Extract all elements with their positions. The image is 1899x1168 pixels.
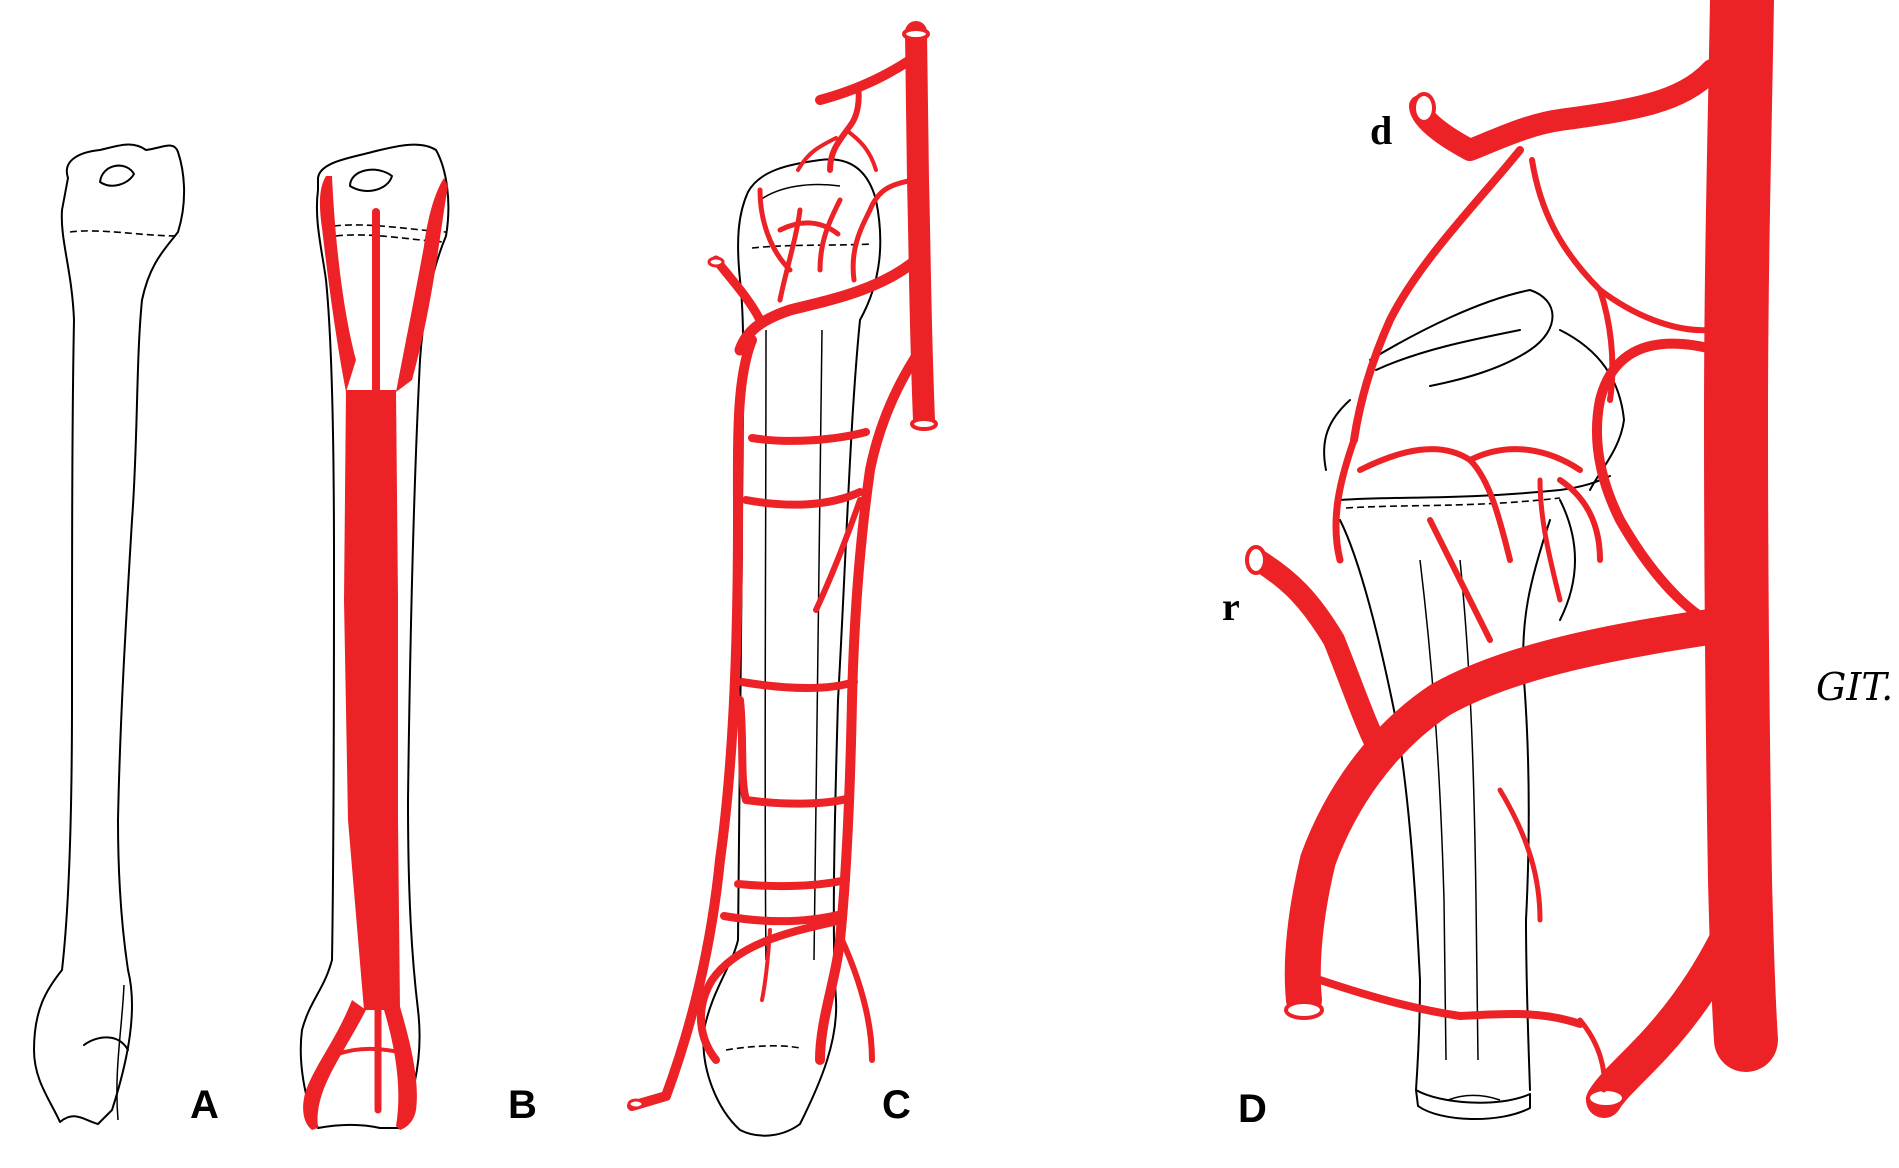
ring-3: [738, 678, 858, 692]
head-network-3: [817, 197, 843, 273]
panel-label-a: A: [190, 1083, 219, 1127]
vessel-label-d: d: [1370, 108, 1392, 153]
joint-line-1: [1339, 475, 1611, 501]
nutrient-artery-fan-proximal-right: [396, 178, 448, 392]
bone-a-epiphyseal-line: [69, 230, 181, 237]
ring-6: [734, 876, 850, 891]
oblique-branch-cut-end: [1284, 1000, 1324, 1020]
bone-c-distal-line: [725, 1045, 801, 1051]
tibia-inner-line-2: [1459, 559, 1479, 1061]
main-artery-cut-end-top: [902, 27, 930, 41]
head-network-1: [867, 177, 917, 213]
vessel-label-r: r: [1222, 584, 1240, 629]
main-artery-cut-end-bottom: [910, 417, 938, 431]
bone-a-shaft: [33, 143, 186, 1125]
upper-branch-twig-3: [796, 136, 838, 172]
joint-network-6: [1537, 477, 1563, 603]
bone-a-medullary-window: [90, 690, 118, 830]
right-longitudinal-vessel: [815, 345, 925, 1065]
joint-network-2: [1357, 446, 1513, 563]
bone-c-shaft-line-2: [813, 329, 823, 961]
lower-twig-d: [1497, 787, 1543, 923]
bone-b-epiphyseal-line-2: [335, 234, 445, 243]
ring-2: [742, 488, 864, 509]
lower-twig: [760, 928, 772, 1002]
head-network-4: [777, 207, 803, 303]
joint-left-contour: [1323, 399, 1351, 471]
nutrient-artery-fan-distal-right: [384, 1000, 417, 1130]
ring-4: [736, 696, 750, 804]
head-network-2: [850, 207, 873, 283]
bone-c-head-contour: [759, 183, 841, 201]
anastomosis-d-mid-2: [1597, 287, 1616, 403]
left-branch-cut: [711, 255, 765, 325]
head-branch: [734, 254, 922, 356]
head-network-5: [757, 187, 793, 273]
branch-r: [1247, 549, 1385, 751]
nutrient-artery-fan-proximal: [319, 176, 356, 392]
right-branch-2: [839, 937, 875, 1063]
panel-d-arteries: [1245, 0, 1778, 1118]
fibula-right-outline: [1522, 519, 1551, 1091]
right-descending-cut-end: [1586, 1087, 1626, 1109]
lower-loop: [697, 916, 846, 1064]
panel-d-bones: [1323, 289, 1625, 1120]
joint-network-5: [1427, 517, 1493, 643]
oblique-branch: [1284, 608, 1734, 1018]
anastomosis-d-mid: [1529, 157, 1713, 334]
joint-network-1: [1332, 436, 1358, 564]
joint-network-4: [1557, 477, 1603, 563]
panel-a-bone: [33, 143, 186, 1125]
fibula-head: [1559, 499, 1576, 621]
branch-r-cut-end: [1245, 545, 1267, 575]
branch-d-cut-end: [1412, 92, 1436, 124]
tibia-inner-line-1: [1419, 559, 1447, 1061]
artist-signature: GIT.: [1816, 665, 1893, 709]
panel-c-arteries: [627, 21, 938, 1111]
ring-7: [720, 910, 846, 926]
bone-a-distal-line: [116, 984, 125, 1121]
ring-5: [742, 794, 854, 808]
ring-1: [748, 428, 870, 445]
bone-c-shaft-line-1: [764, 329, 767, 961]
panel-label-d: D: [1238, 1087, 1267, 1131]
joint-upper-contour-2: [1375, 329, 1521, 371]
upper-branch-twig-2: [844, 128, 878, 172]
right-descending-vessel: [1586, 882, 1764, 1118]
bone-a-distal-groove: [83, 1036, 129, 1051]
main-artery-trunk: [905, 21, 935, 431]
bone-b-head-groove: [349, 168, 393, 192]
bone-a-head-groove: [99, 164, 135, 187]
lower-anastomosis: [1316, 976, 1584, 1028]
upper-branch-twig: [827, 83, 862, 173]
panel-b-arteries: [303, 176, 448, 1130]
nutrient-artery-trunk: [344, 390, 400, 1010]
upper-branch: [815, 55, 915, 105]
lower-twig-d-2: [1577, 1017, 1607, 1093]
left-vessel-cut-end: [627, 1098, 645, 1110]
tibia-left-outline: [1339, 519, 1421, 1091]
anastomosis-d-left: [1350, 146, 1524, 444]
bone-c-epiphyseal-line: [751, 243, 873, 249]
left-longitudinal-vessel: [627, 335, 757, 1111]
left-branch-cut-end: [707, 256, 725, 268]
bone-d-cut-end-mark: [1447, 1094, 1501, 1101]
panel-label-b: B: [508, 1083, 537, 1127]
nutrient-artery-fan-distal-left: [303, 1000, 366, 1130]
panel-label-c: C: [882, 1083, 911, 1127]
branch-d: [1409, 59, 1723, 161]
right-branch-1: [813, 497, 863, 613]
nutrient-artery-distal-cross: [336, 1046, 410, 1056]
joint-network-3: [1467, 446, 1583, 473]
bone-d-cut-end: [1415, 1089, 1531, 1120]
joint-line-2: [1345, 497, 1561, 509]
right-anastomosis: [1591, 338, 1721, 629]
head-network-6: [777, 220, 841, 237]
joint-upper-contour: [1369, 289, 1554, 387]
